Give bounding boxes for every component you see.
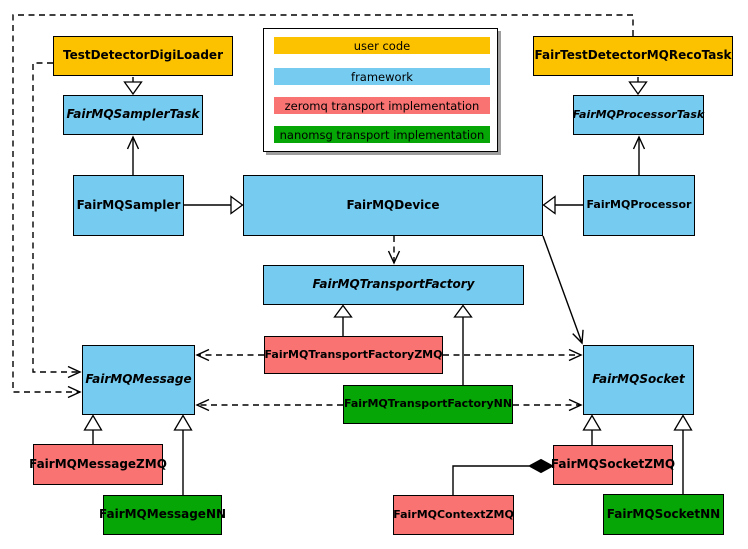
- legend: user code framework zeromq transport imp…: [263, 28, 498, 152]
- node-fairmqsocketnn: FairMQSocketNN: [603, 494, 724, 535]
- node-fairtestdetectormqrecotask: FairTestDetectorMQRecoTask: [533, 36, 733, 76]
- edge-sampler-to-device-generalization: [184, 195, 244, 215]
- edge-device-to-socket-association: [542, 235, 584, 345]
- edge-socketzmq-to-socket-generalization: [582, 414, 602, 445]
- node-fairmqcontextzmq: FairMQContextZMQ: [393, 495, 514, 535]
- edge-messagenn-to-message-generalization: [173, 414, 193, 495]
- node-fairmqmessagezmq: FairMQMessageZMQ: [29, 444, 167, 485]
- node-fairmqtransportfactory: FairMQTransportFactory: [263, 265, 524, 305]
- node-fairmqtransportfactorynn: FairMQTransportFactoryNN: [343, 385, 513, 424]
- node-fairmqsamplertask: FairMQSamplerTask: [63, 95, 203, 135]
- node-fairmqdevice: FairMQDevice: [243, 175, 543, 236]
- edge-digiloader-to-samplertask-generalization: [123, 77, 143, 96]
- node-fairmqprocessor: FairMQProcessor: [583, 175, 695, 236]
- legend-item-framework: framework: [274, 68, 490, 85]
- node-fairmqmessagenn: FairMQMessageNN: [99, 495, 226, 535]
- node-fairmqsocketzmq: FairMQSocketZMQ: [551, 445, 675, 485]
- node-fairmqprocessortask: FairMQProcessorTask: [573, 95, 704, 135]
- legend-item-nanomsg: nanomsg transport implementation: [274, 126, 490, 143]
- edge-factorynn-to-factory-generalization: [453, 304, 473, 385]
- node-fairmqmessage: FairMQMessage: [82, 345, 195, 415]
- edge-recotask-to-processortask-generalization: [628, 77, 648, 96]
- node-testdetectordigiloader: TestDetectorDigiLoader: [53, 36, 233, 76]
- edge-socketnn-to-socket-generalization: [673, 414, 693, 494]
- edge-messagezmq-to-message-generalization: [83, 414, 103, 444]
- node-fairmqsocket: FairMQSocket: [583, 345, 694, 415]
- edge-factoryzmq-to-factory-generalization: [333, 304, 353, 336]
- edge-processor-to-device-generalization: [542, 195, 583, 215]
- node-fairmqtransportfactoryzmq: FairMQTransportFactoryZMQ: [264, 336, 443, 374]
- legend-item-user-code: user code: [274, 37, 490, 54]
- node-fairmqsampler: FairMQSampler: [73, 175, 184, 236]
- legend-item-zeromq: zeromq transport implementation: [274, 97, 490, 114]
- edge-contextzmq-to-socketzmq-composition: [452, 458, 555, 495]
